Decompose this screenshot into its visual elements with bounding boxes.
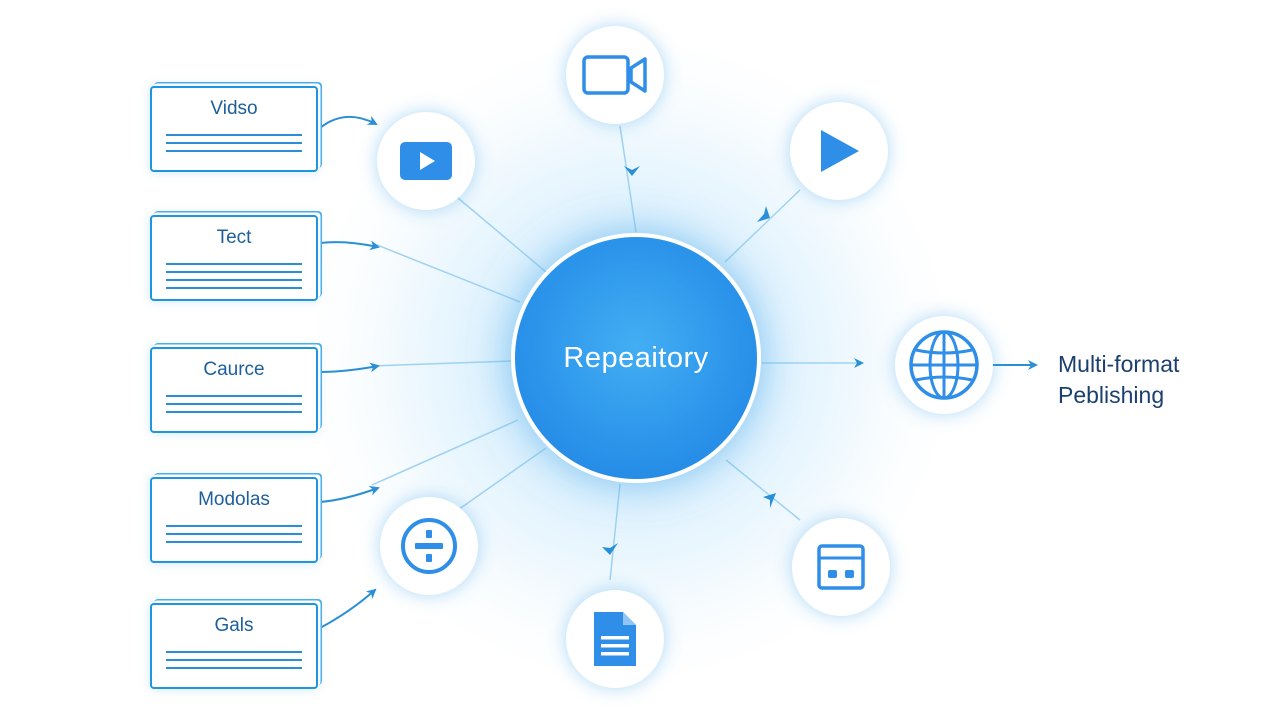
spoke-arrowhead — [757, 206, 770, 222]
document-icon — [594, 612, 636, 666]
card-arrow — [319, 486, 380, 503]
spoke-line — [725, 459, 801, 521]
play-button-icon — [400, 142, 452, 180]
repository-label: Repeaitory — [563, 341, 709, 374]
video-camera-node — [566, 26, 664, 124]
input-card-tect: Tect — [150, 215, 318, 301]
spoke-line — [609, 483, 621, 581]
panel-icon — [817, 544, 865, 590]
spoke-line — [454, 447, 547, 513]
spoke-line — [619, 125, 637, 233]
globe-icon — [909, 330, 979, 400]
play-triangle-icon — [821, 130, 859, 172]
input-card-modolas: Modolas — [150, 477, 318, 563]
panel-node — [792, 518, 890, 616]
card-text-lines — [166, 525, 302, 549]
spoke-line — [371, 419, 519, 486]
spoke-line — [371, 360, 512, 367]
spoke-line — [724, 189, 801, 263]
card-title: Caurce — [203, 359, 265, 380]
output-label: Multi-format Peblishing — [1058, 349, 1179, 411]
divide-circle-icon — [401, 518, 457, 574]
spoke-arrowhead — [602, 543, 618, 555]
card-text-lines — [166, 263, 302, 295]
card-arrow — [319, 115, 378, 129]
input-card-caurce: Caurce — [150, 347, 318, 433]
card-title: Gals — [214, 615, 254, 636]
repository-circle: Repeaitory — [511, 233, 761, 483]
card-arrow — [319, 362, 380, 373]
card-title: Vidso — [210, 98, 258, 119]
card-arrow — [319, 588, 377, 629]
input-card-vidso: Vidso — [150, 86, 318, 172]
document-node — [566, 590, 664, 688]
input-card-gals: Gals — [150, 603, 318, 689]
spoke-arrowhead — [624, 166, 640, 176]
spoke-line — [371, 242, 521, 303]
card-text-lines — [166, 395, 302, 419]
spoke-line — [457, 197, 547, 273]
video-play-node — [377, 112, 475, 210]
card-title: Modolas — [198, 489, 270, 510]
divide-node — [380, 497, 478, 595]
card-text-lines — [166, 134, 302, 158]
output-label-line1: Multi-format — [1058, 351, 1180, 377]
card-arrow — [319, 240, 380, 251]
card-title: Tect — [216, 227, 252, 248]
card-text-lines — [166, 651, 302, 675]
play-node — [790, 102, 888, 200]
globe-node — [895, 316, 993, 414]
video-camera-icon — [582, 55, 647, 95]
output-label-line2: Peblishing — [1058, 382, 1165, 408]
spoke-arrowhead — [763, 493, 776, 508]
